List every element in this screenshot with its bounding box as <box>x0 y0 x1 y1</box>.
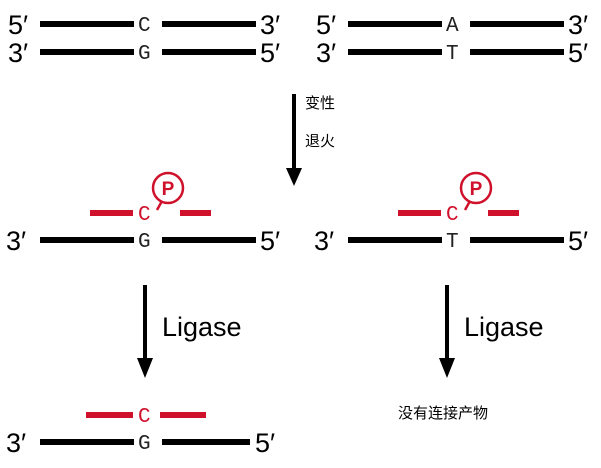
phosphate-label: P <box>470 179 483 200</box>
bottom-base: T <box>446 43 459 66</box>
duplex-top-left: 5′ C 3′ 3′ G 5′ <box>8 10 280 68</box>
label-5prime: 5′ <box>260 38 280 68</box>
label-3prime: 3′ <box>6 226 26 256</box>
label-3prime: 3′ <box>314 226 334 256</box>
ligase-label: Ligase <box>464 312 544 342</box>
arrow-head <box>137 358 153 378</box>
label-5prime: 5′ <box>255 428 275 458</box>
label-5prime: 5′ <box>316 10 336 40</box>
label-5prime: 5′ <box>568 38 588 68</box>
label-3prime: 3′ <box>6 428 26 458</box>
arrow-head <box>439 358 455 378</box>
ligase-label: Ligase <box>162 312 242 342</box>
no-product-label: 没有连接产物 <box>398 404 488 422</box>
top-base: C <box>138 15 151 38</box>
product-base: C <box>138 406 151 429</box>
label-5prime: 5′ <box>8 10 28 40</box>
annealed-matched-left: C P 3′ G 5′ <box>6 171 280 256</box>
label-5prime: 5′ <box>260 226 280 256</box>
phosphate-label: P <box>162 179 175 200</box>
probe-base: C <box>446 204 459 227</box>
top-base: A <box>446 15 459 38</box>
ligated-product: C 3′ G 5′ <box>6 406 275 458</box>
arrow-head <box>286 168 302 186</box>
ligase-arrow-right: Ligase <box>439 285 544 378</box>
annealed-mismatched-right: C P 3′ T 5′ <box>314 171 588 256</box>
label-3prime: 3′ <box>260 10 280 40</box>
bottom-base: G <box>138 43 151 66</box>
ligase-arrow-left: Ligase <box>137 285 242 378</box>
template-base: T <box>446 231 459 254</box>
label-3prime: 3′ <box>568 10 588 40</box>
phosphate-link <box>155 200 164 211</box>
phosphate-link <box>463 200 472 211</box>
phosphate-icon <box>459 171 493 205</box>
denature-anneal-arrow: 变性 退火 <box>286 94 335 186</box>
template-base: G <box>138 231 151 254</box>
label-5prime: 5′ <box>568 226 588 256</box>
label-3prime: 3′ <box>8 38 28 68</box>
step-denature-label: 变性 <box>305 94 335 112</box>
duplex-top-right: 5′ A 3′ 3′ T 5′ <box>316 10 588 68</box>
probe-base: C <box>138 204 151 227</box>
label-3prime: 3′ <box>316 38 336 68</box>
template-base: G <box>138 433 151 456</box>
phosphate-icon <box>151 171 185 205</box>
step-anneal-label: 退火 <box>305 132 335 150</box>
